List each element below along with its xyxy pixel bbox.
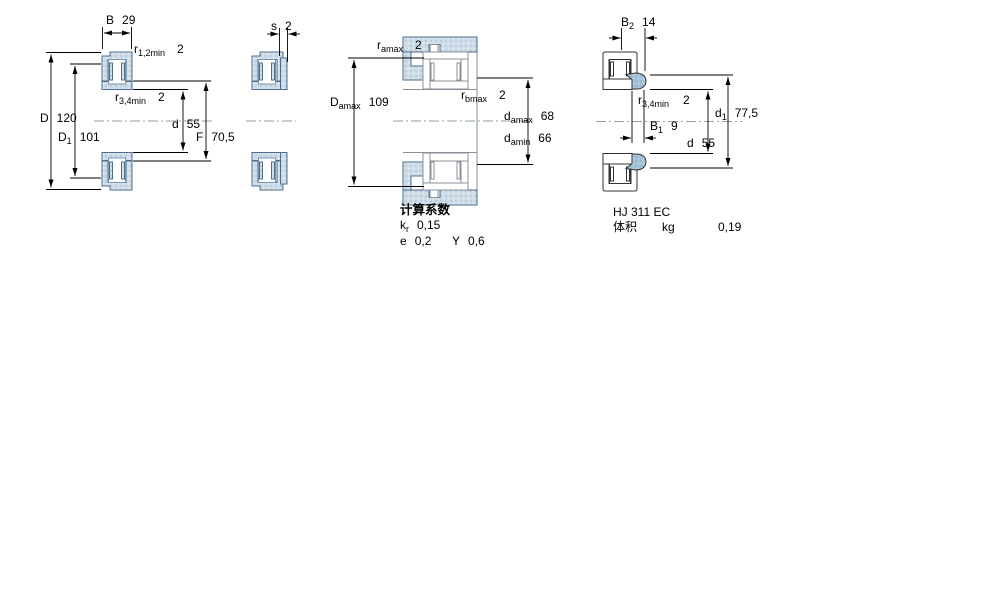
angle-ring-flange [280,152,288,185]
calc-factors-title: 计算系数 [400,203,451,217]
mass-label: 体积 [613,220,638,234]
view-bearing-cross-section [101,51,133,191]
centerlines [94,120,742,122]
angle-ring-flange [280,57,288,90]
product-designation: HJ 311 EC [613,205,671,219]
dimension-lines [46,27,733,190]
view-angle-ring-hj [602,51,647,192]
view-mounting-arrangement [402,36,478,206]
angle-ring-profile [624,153,647,171]
mass-value: 0,19 [718,220,742,234]
view-bearing-with-angle-ring [251,51,288,191]
mass-unit: kg [662,220,675,234]
angle-ring-profile [624,72,647,90]
